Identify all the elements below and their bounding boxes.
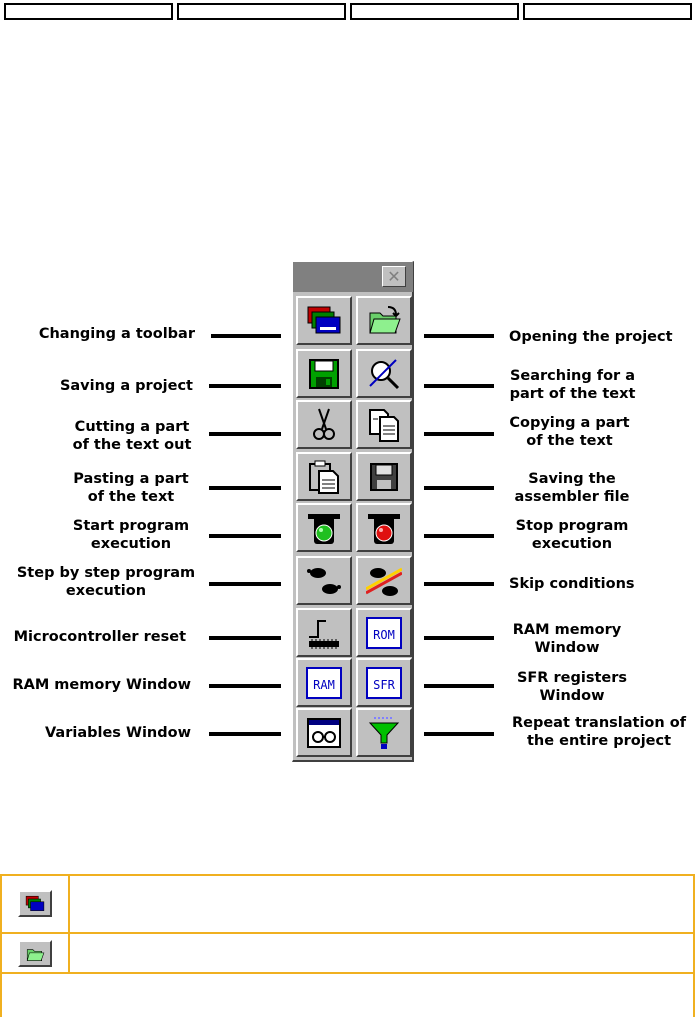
step-execution-button[interactable] <box>296 556 352 605</box>
change-toolbar-small-button[interactable] <box>18 890 52 917</box>
open-folder-icon <box>369 306 401 334</box>
connector-line <box>209 684 281 688</box>
ram-icon-text: RAM <box>313 678 335 692</box>
start-execution-button[interactable] <box>296 503 352 552</box>
label-saving-assembler: Saving the assembler file <box>514 471 630 505</box>
save-assembler-disk-icon <box>370 463 398 491</box>
save-disk-icon <box>309 359 339 389</box>
label-microcontroller-reset: Microcontroller reset <box>13 629 186 645</box>
rom-icon: ROM <box>366 617 402 649</box>
red-traffic-light-icon <box>368 514 400 544</box>
sfr-icon: SFR <box>366 667 402 699</box>
tab-2[interactable] <box>177 3 346 20</box>
change-toolbar-button[interactable] <box>296 296 352 345</box>
change-toolbar-icon <box>307 306 341 334</box>
paste-clipboard-icon <box>309 460 339 494</box>
connector-line <box>424 636 494 640</box>
connector-line <box>424 486 494 490</box>
sfr-icon-text: SFR <box>373 678 395 692</box>
connector-line <box>424 582 494 586</box>
connector-line <box>424 732 494 736</box>
connector-line <box>209 534 281 538</box>
table-row <box>0 972 695 1017</box>
label-ram-window-left: RAM memory Window <box>12 677 191 693</box>
sfr-window-button[interactable]: SFR <box>356 658 412 707</box>
label-copying-text: Copying a part of the text <box>509 415 630 449</box>
label-repeat-translation: Repeat translation of the entire project <box>511 715 687 749</box>
copy-text-button[interactable] <box>356 400 412 449</box>
save-project-button[interactable] <box>296 349 352 398</box>
connector-line <box>424 334 494 338</box>
open-project-small-button[interactable] <box>18 940 52 967</box>
search-magnifier-icon <box>369 359 400 390</box>
label-rom-window: RAM memory Window <box>512 622 622 656</box>
label-searching-text: Searching for a part of the text <box>509 368 636 402</box>
close-icon: ✕ <box>387 267 401 286</box>
label-pasting-text: Pasting a part of the text <box>73 471 189 505</box>
cell-divider <box>68 876 70 932</box>
ram-icon: RAM <box>306 667 342 699</box>
ram-window-button[interactable]: RAM <box>296 658 352 707</box>
connector-line <box>424 432 494 436</box>
tab-4[interactable] <box>523 3 692 20</box>
scissors-icon <box>313 408 335 440</box>
close-button[interactable]: ✕ <box>382 266 406 287</box>
toolbar-titlebar[interactable]: ✕ <box>293 262 413 292</box>
label-sfr-window: SFR registers Window <box>516 670 628 704</box>
tab-3[interactable] <box>350 3 519 20</box>
tab-1[interactable] <box>4 3 173 20</box>
rom-window-button[interactable]: ROM <box>356 608 412 657</box>
change-toolbar-icon <box>25 895 45 911</box>
table-row <box>0 874 695 934</box>
open-project-button[interactable] <box>356 296 412 345</box>
skip-footsteps-icon <box>366 567 402 596</box>
connector-line <box>424 384 494 388</box>
top-tab-strip <box>4 3 692 23</box>
label-variables-window: Variables Window <box>44 725 191 741</box>
icon-description-table <box>0 874 695 1017</box>
glasses-window-icon <box>307 718 341 748</box>
open-folder-icon <box>26 949 45 961</box>
paste-text-button[interactable] <box>296 452 352 501</box>
label-start-execution: Start program execution <box>72 518 190 552</box>
save-assembler-button[interactable] <box>356 452 412 501</box>
table-row <box>0 932 695 974</box>
label-cutting-text: Cutting a part of the text out <box>72 419 192 453</box>
cut-text-button[interactable] <box>296 400 352 449</box>
label-step-execution: Step by step program execution <box>16 565 196 599</box>
reset-button[interactable] <box>296 608 352 657</box>
connector-line <box>209 636 281 640</box>
connector-line <box>209 732 281 736</box>
cell-divider <box>68 934 70 972</box>
label-skip-conditions: Skip conditions <box>509 576 635 592</box>
connector-line <box>424 684 494 688</box>
label-opening-project: Opening the project <box>509 329 673 345</box>
connector-line <box>424 534 494 538</box>
connector-line <box>209 582 281 586</box>
label-stop-execution: Stop program execution <box>515 518 629 552</box>
funnel-icon <box>368 717 400 749</box>
label-saving-project: Saving a project <box>59 378 193 394</box>
skip-conditions-button[interactable] <box>356 556 412 605</box>
toolbar-panel: ✕ <box>292 261 414 762</box>
copy-pages-icon <box>369 409 399 442</box>
stop-execution-button[interactable] <box>356 503 412 552</box>
footsteps-icon <box>307 568 341 594</box>
green-traffic-light-icon <box>308 514 340 544</box>
connector-line <box>209 432 281 436</box>
reset-chip-icon <box>309 620 339 649</box>
connector-line <box>211 334 281 338</box>
variables-window-button[interactable] <box>296 708 352 757</box>
rom-icon-text: ROM <box>373 628 395 642</box>
search-text-button[interactable] <box>356 349 412 398</box>
connector-line <box>209 384 281 388</box>
connector-line <box>209 486 281 490</box>
repeat-translation-button[interactable] <box>356 708 412 757</box>
label-changing-toolbar: Changing a toolbar <box>38 326 195 342</box>
